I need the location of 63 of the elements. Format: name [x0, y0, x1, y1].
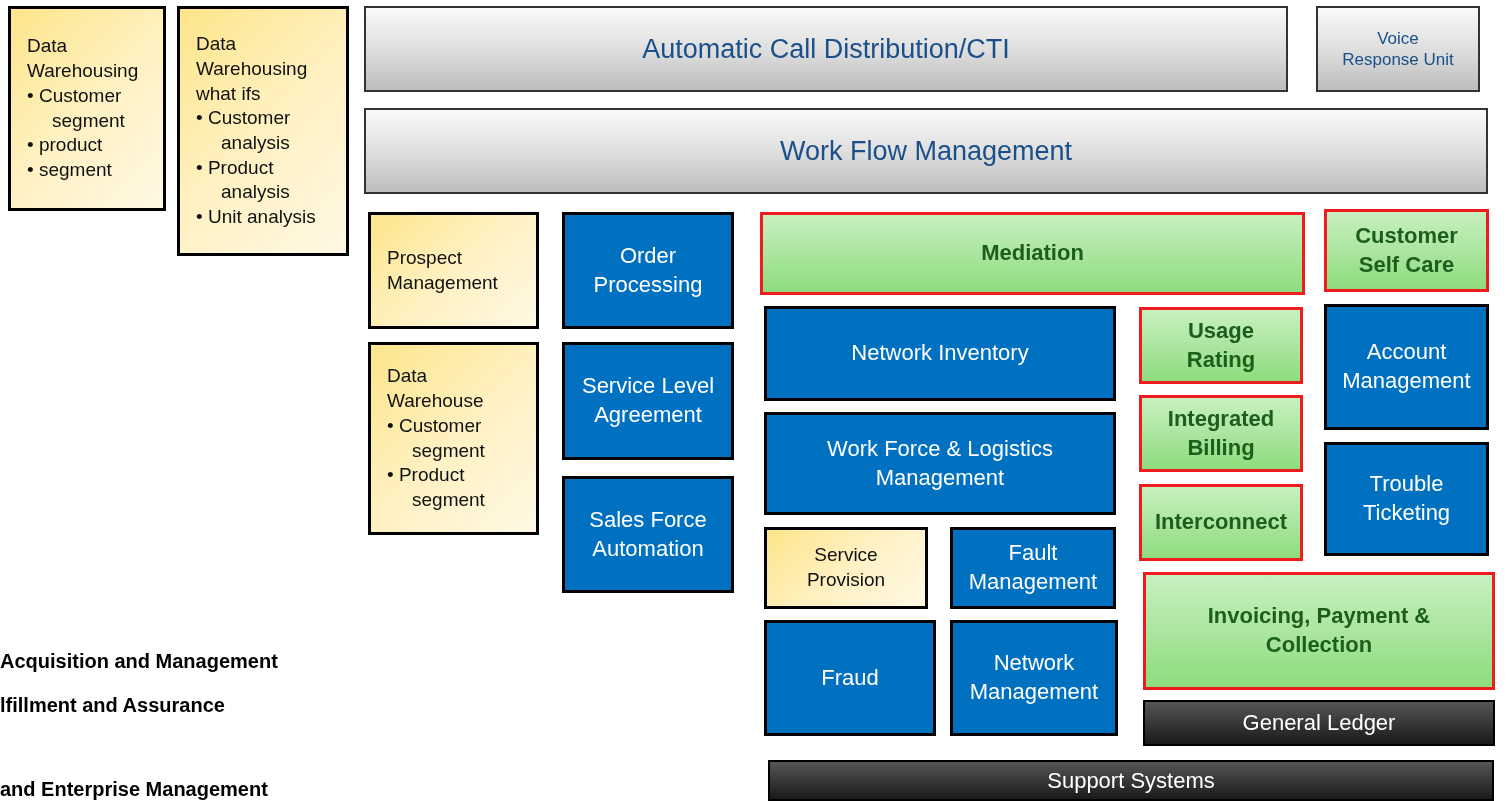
box-label: Fraud — [821, 663, 879, 692]
process-box — [562, 476, 734, 593]
bullet-item: • Unit analysis — [196, 205, 317, 230]
box-label: Service Level Agreement — [580, 372, 716, 429]
banner-box — [364, 6, 1288, 92]
highlighted-box — [1324, 209, 1489, 292]
note-box — [368, 342, 539, 535]
banner-box — [1316, 6, 1480, 92]
category-label: and Enterprise Management — [0, 778, 268, 801]
box-label: Interconnect — [1155, 508, 1287, 537]
box-label: Sales Force Automation — [588, 505, 708, 563]
box-label: Fault Management — [967, 539, 1099, 596]
box-label: Network Inventory — [851, 339, 1029, 368]
category-label: Acquisition and Management — [0, 650, 278, 673]
box-label: Voice Response Unit — [1341, 27, 1455, 71]
highlighted-box — [760, 212, 1305, 295]
box-label: Automatic Call Distribution/CTI — [642, 33, 1010, 65]
note-box — [8, 6, 166, 211]
box-label: Work Flow Management — [779, 135, 1073, 167]
box-label: Account Management — [1341, 338, 1472, 395]
box-label: Service Provision — [805, 543, 887, 592]
box-label: Mediation — [981, 239, 1084, 268]
bullet-item: • segment — [27, 157, 113, 182]
box-label: Order Processing — [592, 241, 704, 299]
bullet-item: • Customer analysis — [196, 106, 292, 155]
process-box — [950, 620, 1118, 736]
base-bar — [768, 760, 1494, 801]
bullet-item: • Product segment — [387, 463, 486, 512]
bullet-item: • Product analysis — [196, 155, 291, 205]
bullet-item: • Customer segment — [27, 83, 126, 133]
box-label: Prospect Management — [387, 245, 499, 295]
note-box — [177, 6, 349, 256]
process-box — [764, 620, 936, 736]
process-box — [950, 527, 1116, 609]
highlighted-box — [1139, 307, 1303, 384]
box-heading: Data Warehousing what ifs — [196, 32, 309, 106]
bullet-item: • product — [27, 133, 104, 158]
box-label: General Ledger — [1242, 710, 1396, 736]
box-heading: Data Warehouse — [387, 364, 485, 414]
box-heading: Data Warehousing — [27, 34, 140, 84]
category-label: lfillment and Assurance — [0, 694, 225, 717]
process-box — [1324, 304, 1489, 430]
box-label: Trouble Ticketing — [1361, 470, 1452, 527]
box-label: Integrated Billing — [1166, 404, 1276, 462]
box-label: Usage Rating — [1185, 316, 1257, 374]
bullet-item: • Customer segment — [387, 413, 486, 463]
process-box — [562, 212, 734, 329]
highlighted-box — [1143, 572, 1495, 690]
process-box — [1324, 442, 1489, 556]
banner-box — [364, 108, 1488, 194]
base-bar — [1143, 700, 1495, 746]
box-label: Support Systems — [1047, 767, 1215, 794]
note-box — [368, 212, 539, 329]
process-box — [562, 342, 734, 460]
box-label: Invoicing, Payment & Collection — [1206, 602, 1432, 659]
box-label: Network Management — [968, 649, 1100, 706]
highlighted-box — [1139, 395, 1303, 472]
box-label: Customer Self Care — [1354, 221, 1459, 279]
note-box — [764, 527, 928, 609]
process-box — [764, 412, 1116, 515]
box-label: Work Force & Logistics Management — [826, 434, 1054, 492]
highlighted-box — [1139, 484, 1303, 561]
process-box — [764, 306, 1116, 401]
